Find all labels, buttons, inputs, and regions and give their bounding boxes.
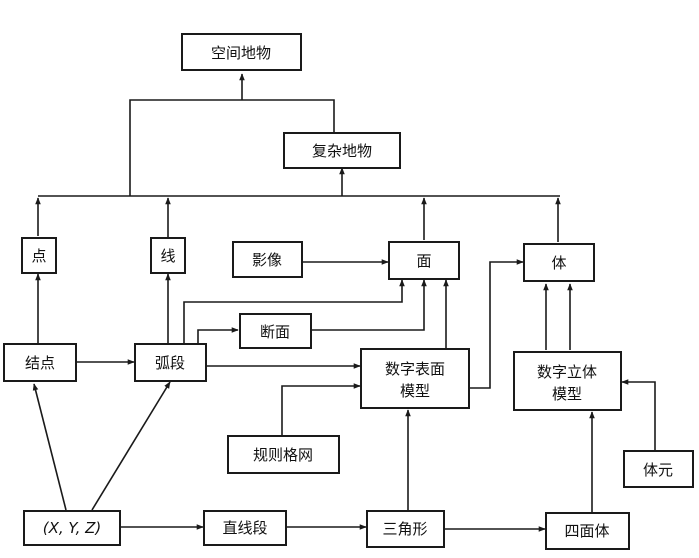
edge-arc-to-surface <box>183 279 405 343</box>
node-voxel: 体元 <box>623 450 694 488</box>
node-regular-grid: 规则格网 <box>227 435 340 474</box>
node-point-label: 点 <box>31 247 46 265</box>
edge-xyz-to-node <box>32 383 67 511</box>
node-triangle-label: 三角形 <box>382 520 427 538</box>
node-tetrahedron: 四面体 <box>545 512 630 550</box>
edges <box>32 73 656 532</box>
node-node-label: 结点 <box>25 354 55 372</box>
edge-voxel-to-dvm <box>621 379 656 450</box>
edge-grid-to-dsm <box>281 383 361 436</box>
edge-bus-to-spatial-feature <box>129 99 335 196</box>
edge-xyz-to-arc <box>91 381 171 511</box>
node-surface: 面 <box>388 241 460 280</box>
edge-arc-to-section <box>197 327 239 343</box>
node-line: 线 <box>150 237 186 274</box>
node-point: 点 <box>21 237 57 274</box>
node-section-label: 断面 <box>260 323 290 341</box>
edge-section-to-surface <box>312 279 427 331</box>
node-dvm-label-line1: 数字立体 <box>537 363 597 381</box>
node-xyz: (X, Y, Z) <box>23 510 121 546</box>
node-dsm-label-line2: 模型 <box>400 382 430 400</box>
node-tetrahedron-label: 四面体 <box>564 522 609 540</box>
node-voxel-label: 体元 <box>643 461 673 479</box>
node-dsm-label-line1: 数字表面 <box>385 360 445 378</box>
node-spatial-feature: 空间地物 <box>181 33 302 71</box>
node-dvm-label-line2: 模型 <box>552 385 582 403</box>
node-node: 结点 <box>3 343 77 382</box>
node-section: 断面 <box>239 313 312 349</box>
node-surface-label: 面 <box>416 252 431 270</box>
node-image-label: 影像 <box>252 251 282 269</box>
node-digital-volume-model: 数字立体 模型 <box>513 351 622 411</box>
node-line-segment-label: 直线段 <box>222 519 267 537</box>
node-complex-feature: 复杂地物 <box>283 132 401 169</box>
edge-dsm-to-volume <box>470 259 524 389</box>
node-volume-label: 体 <box>551 254 566 272</box>
node-arc-label: 弧段 <box>155 354 185 372</box>
node-regular-grid-label: 规则格网 <box>253 446 313 464</box>
node-spatial-feature-label: 空间地物 <box>211 44 271 62</box>
node-digital-surface-model: 数字表面 模型 <box>360 348 470 409</box>
node-image: 影像 <box>232 241 303 278</box>
node-volume: 体 <box>523 243 595 282</box>
node-triangle: 三角形 <box>366 510 445 548</box>
node-xyz-label: (X, Y, Z) <box>43 519 102 537</box>
node-arc: 弧段 <box>134 343 207 382</box>
node-line-segment: 直线段 <box>203 510 287 546</box>
node-line-label: 线 <box>160 247 175 265</box>
node-complex-feature-label: 复杂地物 <box>312 142 372 160</box>
